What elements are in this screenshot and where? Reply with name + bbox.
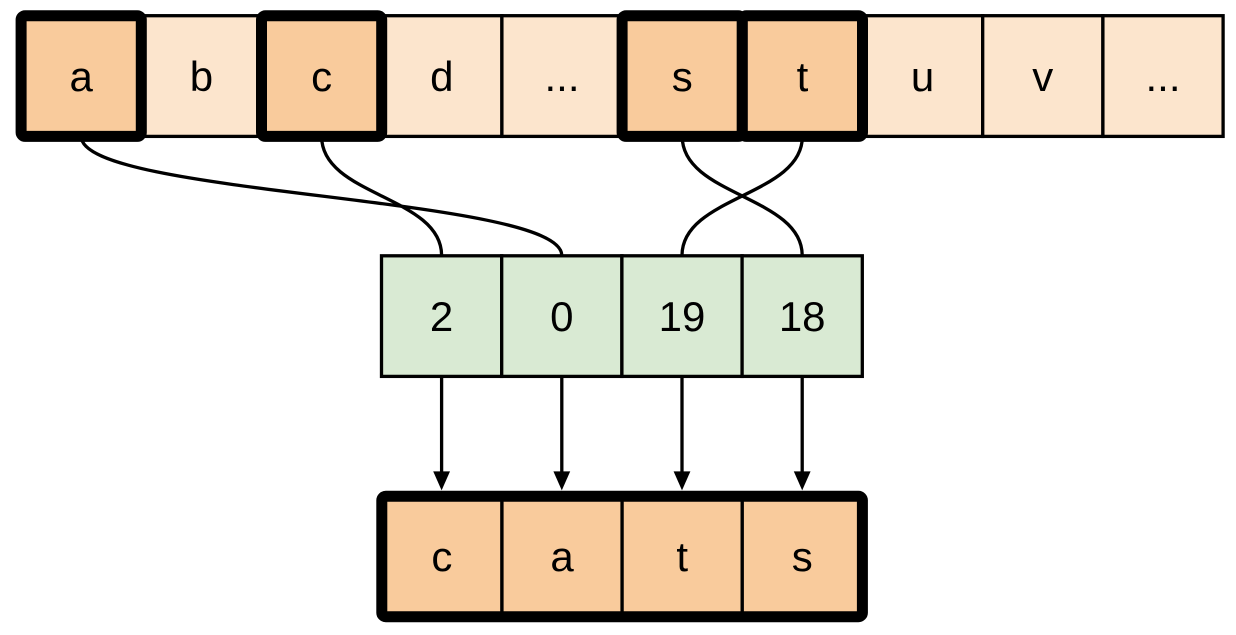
svg-text:s: s xyxy=(672,53,693,100)
svg-text:c: c xyxy=(311,53,332,100)
svg-text:2: 2 xyxy=(430,293,453,340)
svg-text:c: c xyxy=(431,533,452,580)
svg-text:...: ... xyxy=(544,53,579,100)
svg-text:0: 0 xyxy=(550,293,573,340)
svg-text:u: u xyxy=(911,53,934,100)
svg-text:18: 18 xyxy=(779,293,826,340)
svg-text:19: 19 xyxy=(659,293,706,340)
svg-text:d: d xyxy=(430,53,453,100)
svg-text:b: b xyxy=(190,53,213,100)
svg-text:t: t xyxy=(676,533,688,580)
svg-text:s: s xyxy=(792,533,813,580)
svg-text:v: v xyxy=(1032,53,1053,100)
svg-text:a: a xyxy=(70,53,94,100)
svg-text:...: ... xyxy=(1145,53,1180,100)
svg-text:a: a xyxy=(550,533,574,580)
svg-text:t: t xyxy=(797,53,809,100)
